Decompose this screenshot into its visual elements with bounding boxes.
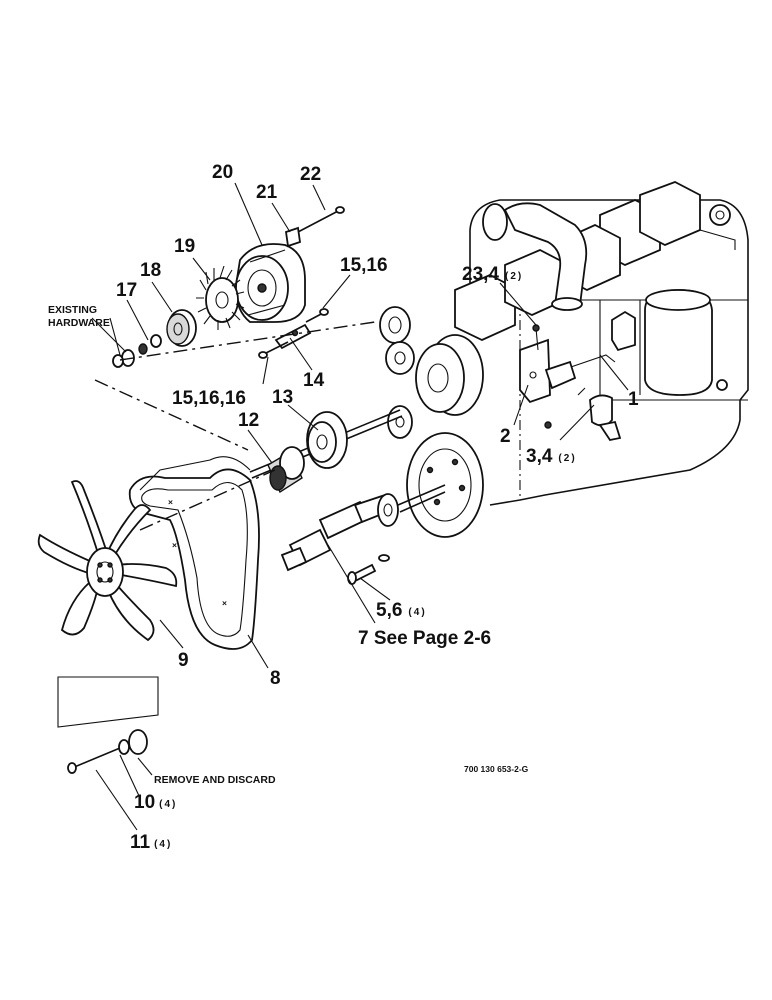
drawing-code: 700 130 653-2-G xyxy=(464,764,529,774)
engine-block xyxy=(454,181,749,506)
callout-20: 20 xyxy=(212,162,233,183)
callout-17: 17 xyxy=(116,280,137,301)
pulley-assembly xyxy=(249,306,484,585)
remove-and-discard-note: REMOVE AND DISCARD xyxy=(154,774,276,786)
callout-23-4: 23,4(2) xyxy=(462,264,523,285)
existing-hardware-line2: HARDWARE xyxy=(48,317,110,329)
callout-12: 12 xyxy=(238,410,259,431)
callout-3-4: 3,4(2) xyxy=(526,446,577,467)
existing-hardware-line1: EXISTING xyxy=(48,304,97,316)
centerlines xyxy=(94,321,376,531)
callout-8: 8 xyxy=(270,668,281,689)
callout-22: 22 xyxy=(300,164,321,185)
callout-5-6: 5,6(4) xyxy=(376,600,427,621)
callout-14: 14 xyxy=(303,370,325,391)
svg-text:×: × xyxy=(172,540,177,550)
svg-text:×: × xyxy=(222,598,227,608)
leader-lines xyxy=(91,182,629,831)
callout-9: 9 xyxy=(178,650,189,671)
callout-15-16-16: 15,16,16 xyxy=(172,388,246,409)
alternator-group xyxy=(112,206,345,368)
cooling-fan xyxy=(37,480,178,642)
svg-text:×: × xyxy=(168,497,173,507)
callout-18: 18 xyxy=(140,260,161,281)
callout-2: 2 xyxy=(500,426,511,447)
drive-belt: × × × xyxy=(128,456,260,650)
callout-1: 1 xyxy=(628,389,639,410)
fan-hardware xyxy=(57,676,159,774)
callouts: 20 21 22 19 18 17 EXISTING HARDWARE 15,1… xyxy=(48,162,639,853)
callout-21: 21 xyxy=(256,182,278,203)
callout-7: 7 See Page 2-6 xyxy=(358,628,491,649)
callout-19: 19 xyxy=(174,236,195,257)
callout-13: 13 xyxy=(272,387,293,408)
callout-10: 10(4) xyxy=(134,792,177,813)
callout-11: 11(4) xyxy=(130,832,172,853)
callout-15-16-top: 15,16 xyxy=(340,255,388,276)
alternator-fan xyxy=(196,265,245,330)
